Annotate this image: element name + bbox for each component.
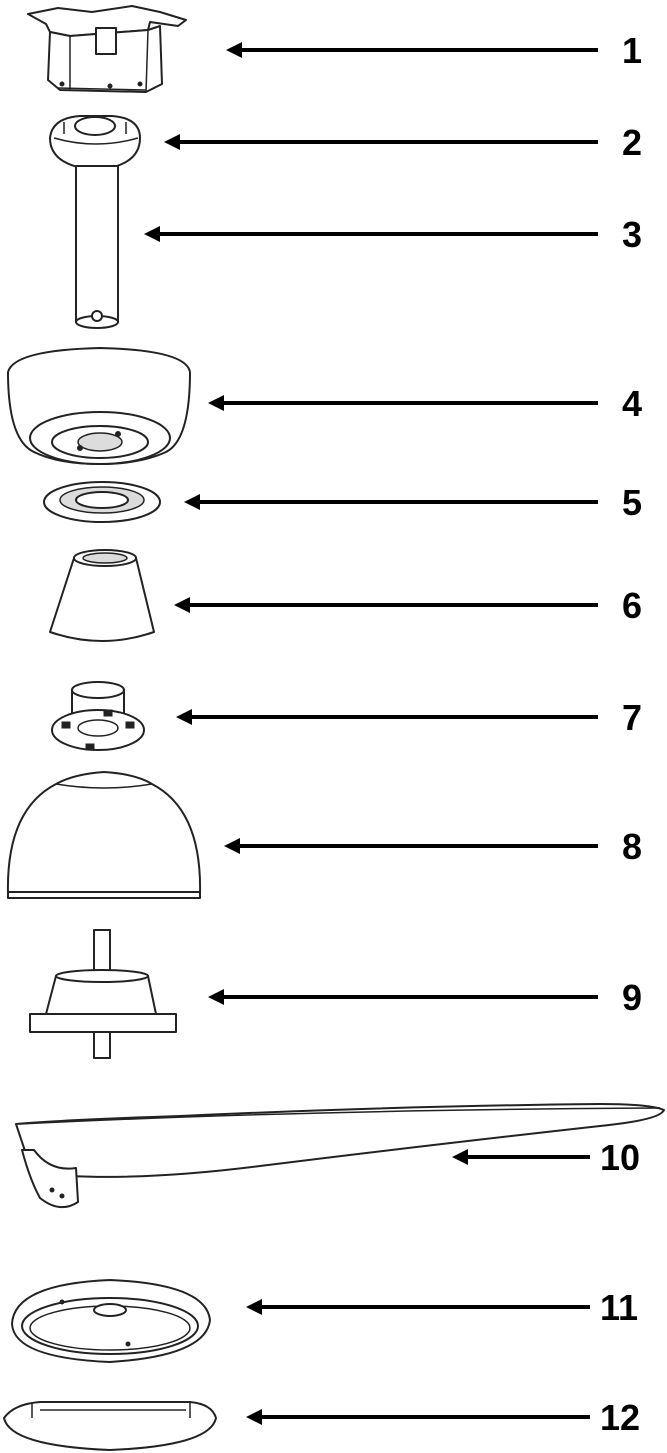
callout-7: 7 <box>176 697 642 738</box>
part-number-1: 1 <box>622 30 642 71</box>
part-number-5: 5 <box>622 482 642 523</box>
part-number-3: 3 <box>622 214 642 255</box>
part-number-7: 7 <box>622 697 642 738</box>
arrowhead-6-icon <box>174 597 190 613</box>
arrowhead-10-icon <box>452 1149 468 1165</box>
callout-6: 6 <box>174 585 642 626</box>
arrowhead-12-icon <box>246 1409 262 1425</box>
part-number-12: 12 <box>600 1397 640 1438</box>
part-number-4: 4 <box>622 383 642 424</box>
callout-11: 11 <box>246 1287 638 1328</box>
light-kit-housing-icon <box>11 1279 211 1363</box>
part-number-9: 9 <box>622 977 642 1018</box>
arrowhead-9-icon <box>208 989 224 1005</box>
arrowhead-7-icon <box>176 709 192 725</box>
callout-12: 12 <box>246 1397 640 1438</box>
part-number-8: 8 <box>622 826 642 867</box>
part-number-6: 6 <box>622 585 642 626</box>
hanger-ball-icon <box>49 115 141 171</box>
callout-5: 5 <box>184 482 642 523</box>
arrowhead-3-icon <box>144 226 160 242</box>
arrowhead-2-icon <box>164 134 180 150</box>
callout-4: 4 <box>208 383 642 424</box>
canopy-icon <box>7 347 191 465</box>
callout-9: 9 <box>208 977 642 1018</box>
callout-1: 1 <box>226 30 642 71</box>
downrod-icon <box>75 165 119 329</box>
callout-2: 2 <box>164 122 642 163</box>
canopy-ring-icon <box>43 481 161 523</box>
part-number-11: 11 <box>600 1287 638 1328</box>
motor-coupling-icon <box>51 681 145 751</box>
arrowhead-4-icon <box>208 395 224 411</box>
callout-10: 10 <box>452 1137 640 1178</box>
arrowhead-11-icon <box>246 1299 262 1315</box>
part-number-2: 2 <box>622 122 642 163</box>
callout-8: 8 <box>224 826 642 867</box>
part-number-10: 10 <box>600 1137 640 1178</box>
mounting-bracket-icon <box>27 5 187 93</box>
blade-icon <box>15 1103 665 1209</box>
arrowhead-8-icon <box>224 838 240 854</box>
motor-icon <box>29 929 177 1059</box>
coupling-cover-icon <box>49 549 155 642</box>
arrowhead-5-icon <box>184 494 200 510</box>
callout-3: 3 <box>144 214 642 255</box>
motor-housing-icon <box>6 771 202 899</box>
arrowhead-1-icon <box>226 42 242 58</box>
glass-cover-icon <box>3 1401 217 1451</box>
